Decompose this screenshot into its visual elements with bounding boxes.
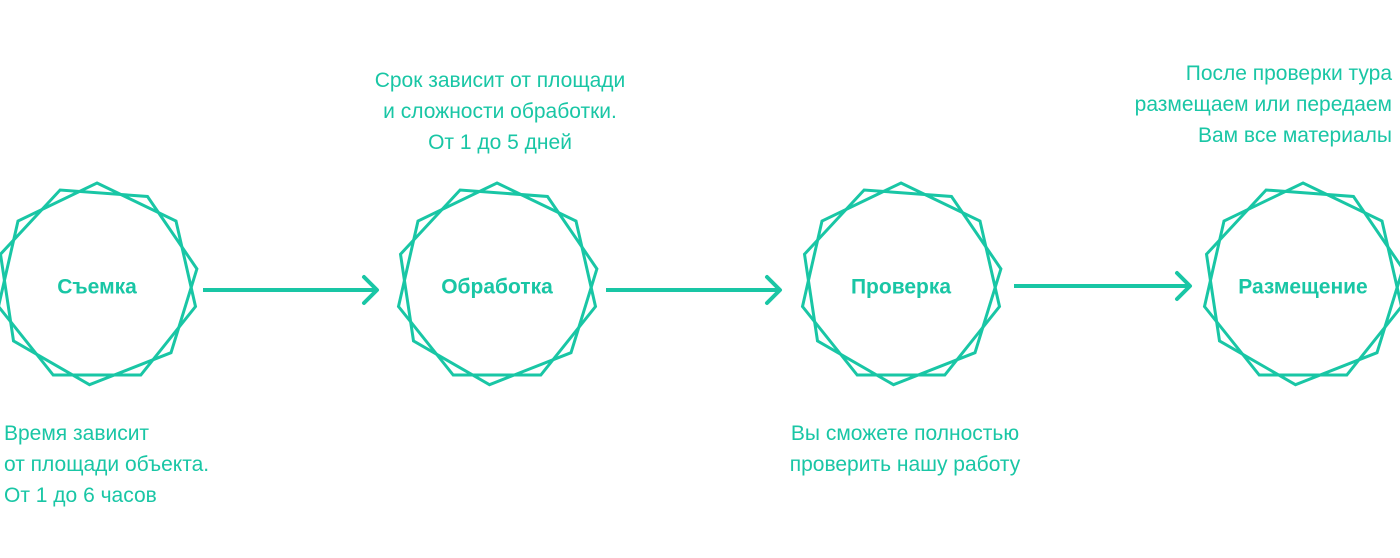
step-note-review: Вы сможете полностью проверить нашу рабо…	[789, 422, 1021, 476]
heptagon-outline-1	[0, 181, 198, 377]
step-note-shooting: Время зависит от площади объекта. От 1 д…	[4, 422, 210, 507]
step-publishing: Размещение	[1202, 181, 1400, 387]
step-note-processing: Срок зависит от площади и сложности обра…	[374, 69, 626, 154]
arrow-head-icon	[765, 275, 782, 305]
step-shooting: Съемка	[0, 181, 199, 387]
flow-arrow-2	[606, 275, 782, 305]
step-label-review: Проверка	[851, 276, 951, 299]
arrow-head-icon	[362, 275, 379, 305]
heptagon-outline-1	[1202, 181, 1400, 377]
step-label-publishing: Размещение	[1238, 276, 1367, 299]
arrow-head-icon	[1175, 271, 1192, 301]
step-label-processing: Обработка	[441, 276, 553, 299]
heptagon-outline-2	[1204, 188, 1400, 387]
heptagon-outline-1	[800, 181, 1002, 377]
flow-arrow-3	[1014, 271, 1192, 301]
heptagon-outline-2	[802, 188, 1003, 387]
step-label-shooting: Съемка	[57, 276, 137, 299]
step-note-publishing: После проверки тура размещаем или переда…	[1134, 62, 1392, 147]
heptagon-outline-1	[396, 181, 598, 377]
heptagon-outline-2	[0, 188, 199, 387]
heptagon-outline-2	[398, 188, 599, 387]
step-review: Проверка	[800, 181, 1003, 387]
flow-arrow-1	[203, 275, 379, 305]
step-processing: Обработка	[396, 181, 599, 387]
